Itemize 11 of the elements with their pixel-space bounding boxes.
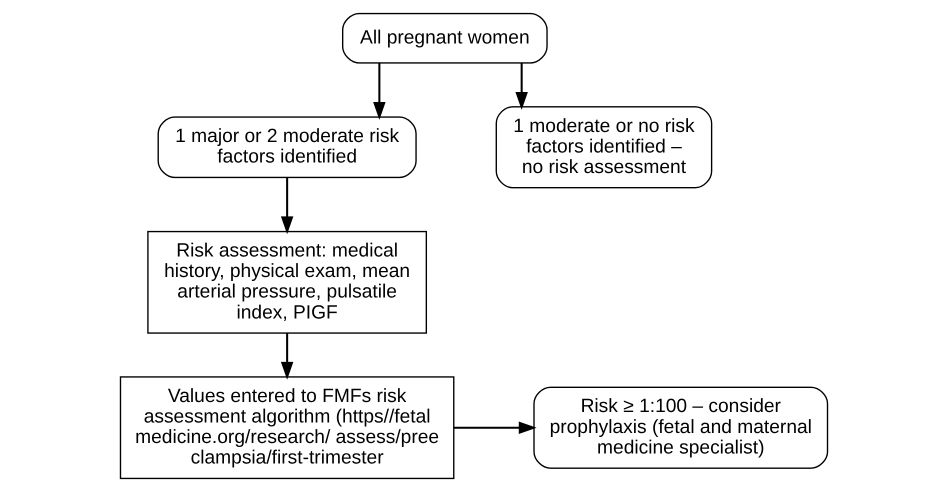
node-box: Risk assessment: medical history, physical exam, mean arterial pressure, pulsatile index, PIGF [147,230,428,334]
node-box: All pregnant women [342,12,548,64]
node-box: 1 moderate or no risk factors identified – no risk assessment [496,106,712,188]
arrow [373,62,386,120]
arrow [454,421,537,434]
node-box: Values entered to FMFs risk assessment algorithm (https//fetalmedicine.org/research/ assess/preeclampsia/first-trimester [120,376,454,480]
arrow [280,178,294,234]
arrow [280,333,294,380]
arrow [515,62,528,110]
node-box: 1 major or 2 moderate risk factors identified [158,116,417,178]
node-box: Risk ≥ 1:100 – consider prophylaxis (fetal and maternal medicine specialist) [533,386,828,469]
